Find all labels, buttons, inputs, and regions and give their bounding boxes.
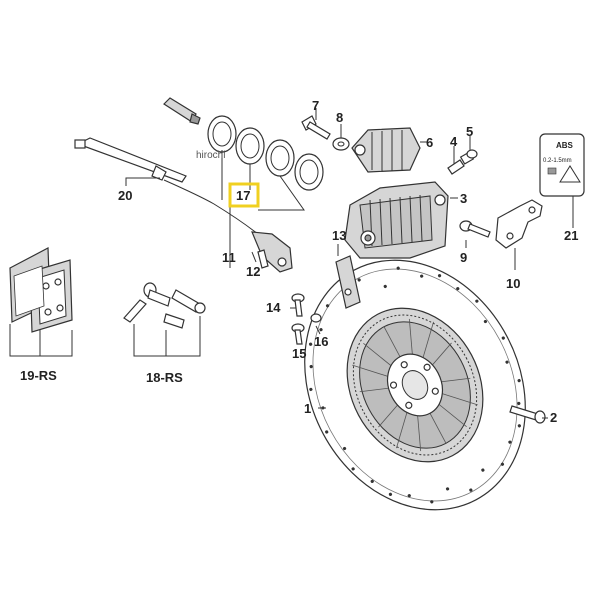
- pad-pin-icon: [123, 282, 206, 329]
- support-bracket-icon: [335, 255, 361, 309]
- callout-3: 3: [460, 191, 467, 206]
- bracket-icon: [495, 199, 543, 249]
- disc-bolt-icon: [509, 405, 546, 424]
- callout-10: 10: [506, 276, 520, 291]
- sticker-spec: 0.2-1.5mm: [543, 158, 572, 164]
- screw-icon: [291, 293, 305, 317]
- highlight-box: [228, 182, 260, 208]
- callout-20: 20: [118, 188, 132, 203]
- bleeder-cap-icon: [466, 149, 478, 159]
- sticker-brand: ABS: [556, 141, 574, 150]
- leader-lines: [9, 108, 574, 419]
- callout-14: 14: [266, 300, 281, 315]
- callout-5: 5: [466, 124, 473, 139]
- callout-6: 6: [426, 135, 433, 150]
- piston-seal-ring-icon: [207, 115, 324, 191]
- mounting-bolt-icon: [459, 220, 491, 238]
- callout-19-rs: 19-RS: [20, 368, 57, 383]
- spring-washer-icon: [310, 313, 322, 323]
- washer-icon: [332, 137, 350, 151]
- callout-21: 21: [564, 228, 578, 243]
- screw-icon-2: [291, 323, 305, 345]
- callout-2: 2: [550, 410, 557, 425]
- watermark: hirochi: [196, 150, 225, 161]
- sensor-bolt-icon: [257, 249, 269, 269]
- caliper-cover-icon: [351, 127, 421, 173]
- brake-disc-icon: [304, 259, 526, 511]
- callout-7: 7: [312, 98, 319, 113]
- callout-18-rs: 18-RS: [146, 370, 183, 385]
- callout-13: 13: [332, 228, 346, 243]
- bolt-icon: [301, 115, 331, 140]
- grease-tube-icon: [163, 97, 201, 125]
- callout-4: 4: [450, 134, 458, 149]
- callout-1: 1: [304, 401, 311, 416]
- callout-17: 17: [236, 188, 250, 203]
- callout-16: 16: [314, 334, 328, 349]
- callout-8: 8: [336, 110, 343, 125]
- warning-label-icon: [539, 133, 585, 197]
- abs-sensor-icon: [151, 165, 293, 273]
- cable-tie-icon: [74, 137, 187, 183]
- brake-pad-icon: [9, 247, 73, 333]
- callout-11: 11: [222, 250, 236, 265]
- caliper-icon: [344, 181, 449, 259]
- callout-15: 15: [292, 346, 306, 361]
- callout-9: 9: [460, 250, 467, 265]
- callout-12: 12: [246, 264, 260, 279]
